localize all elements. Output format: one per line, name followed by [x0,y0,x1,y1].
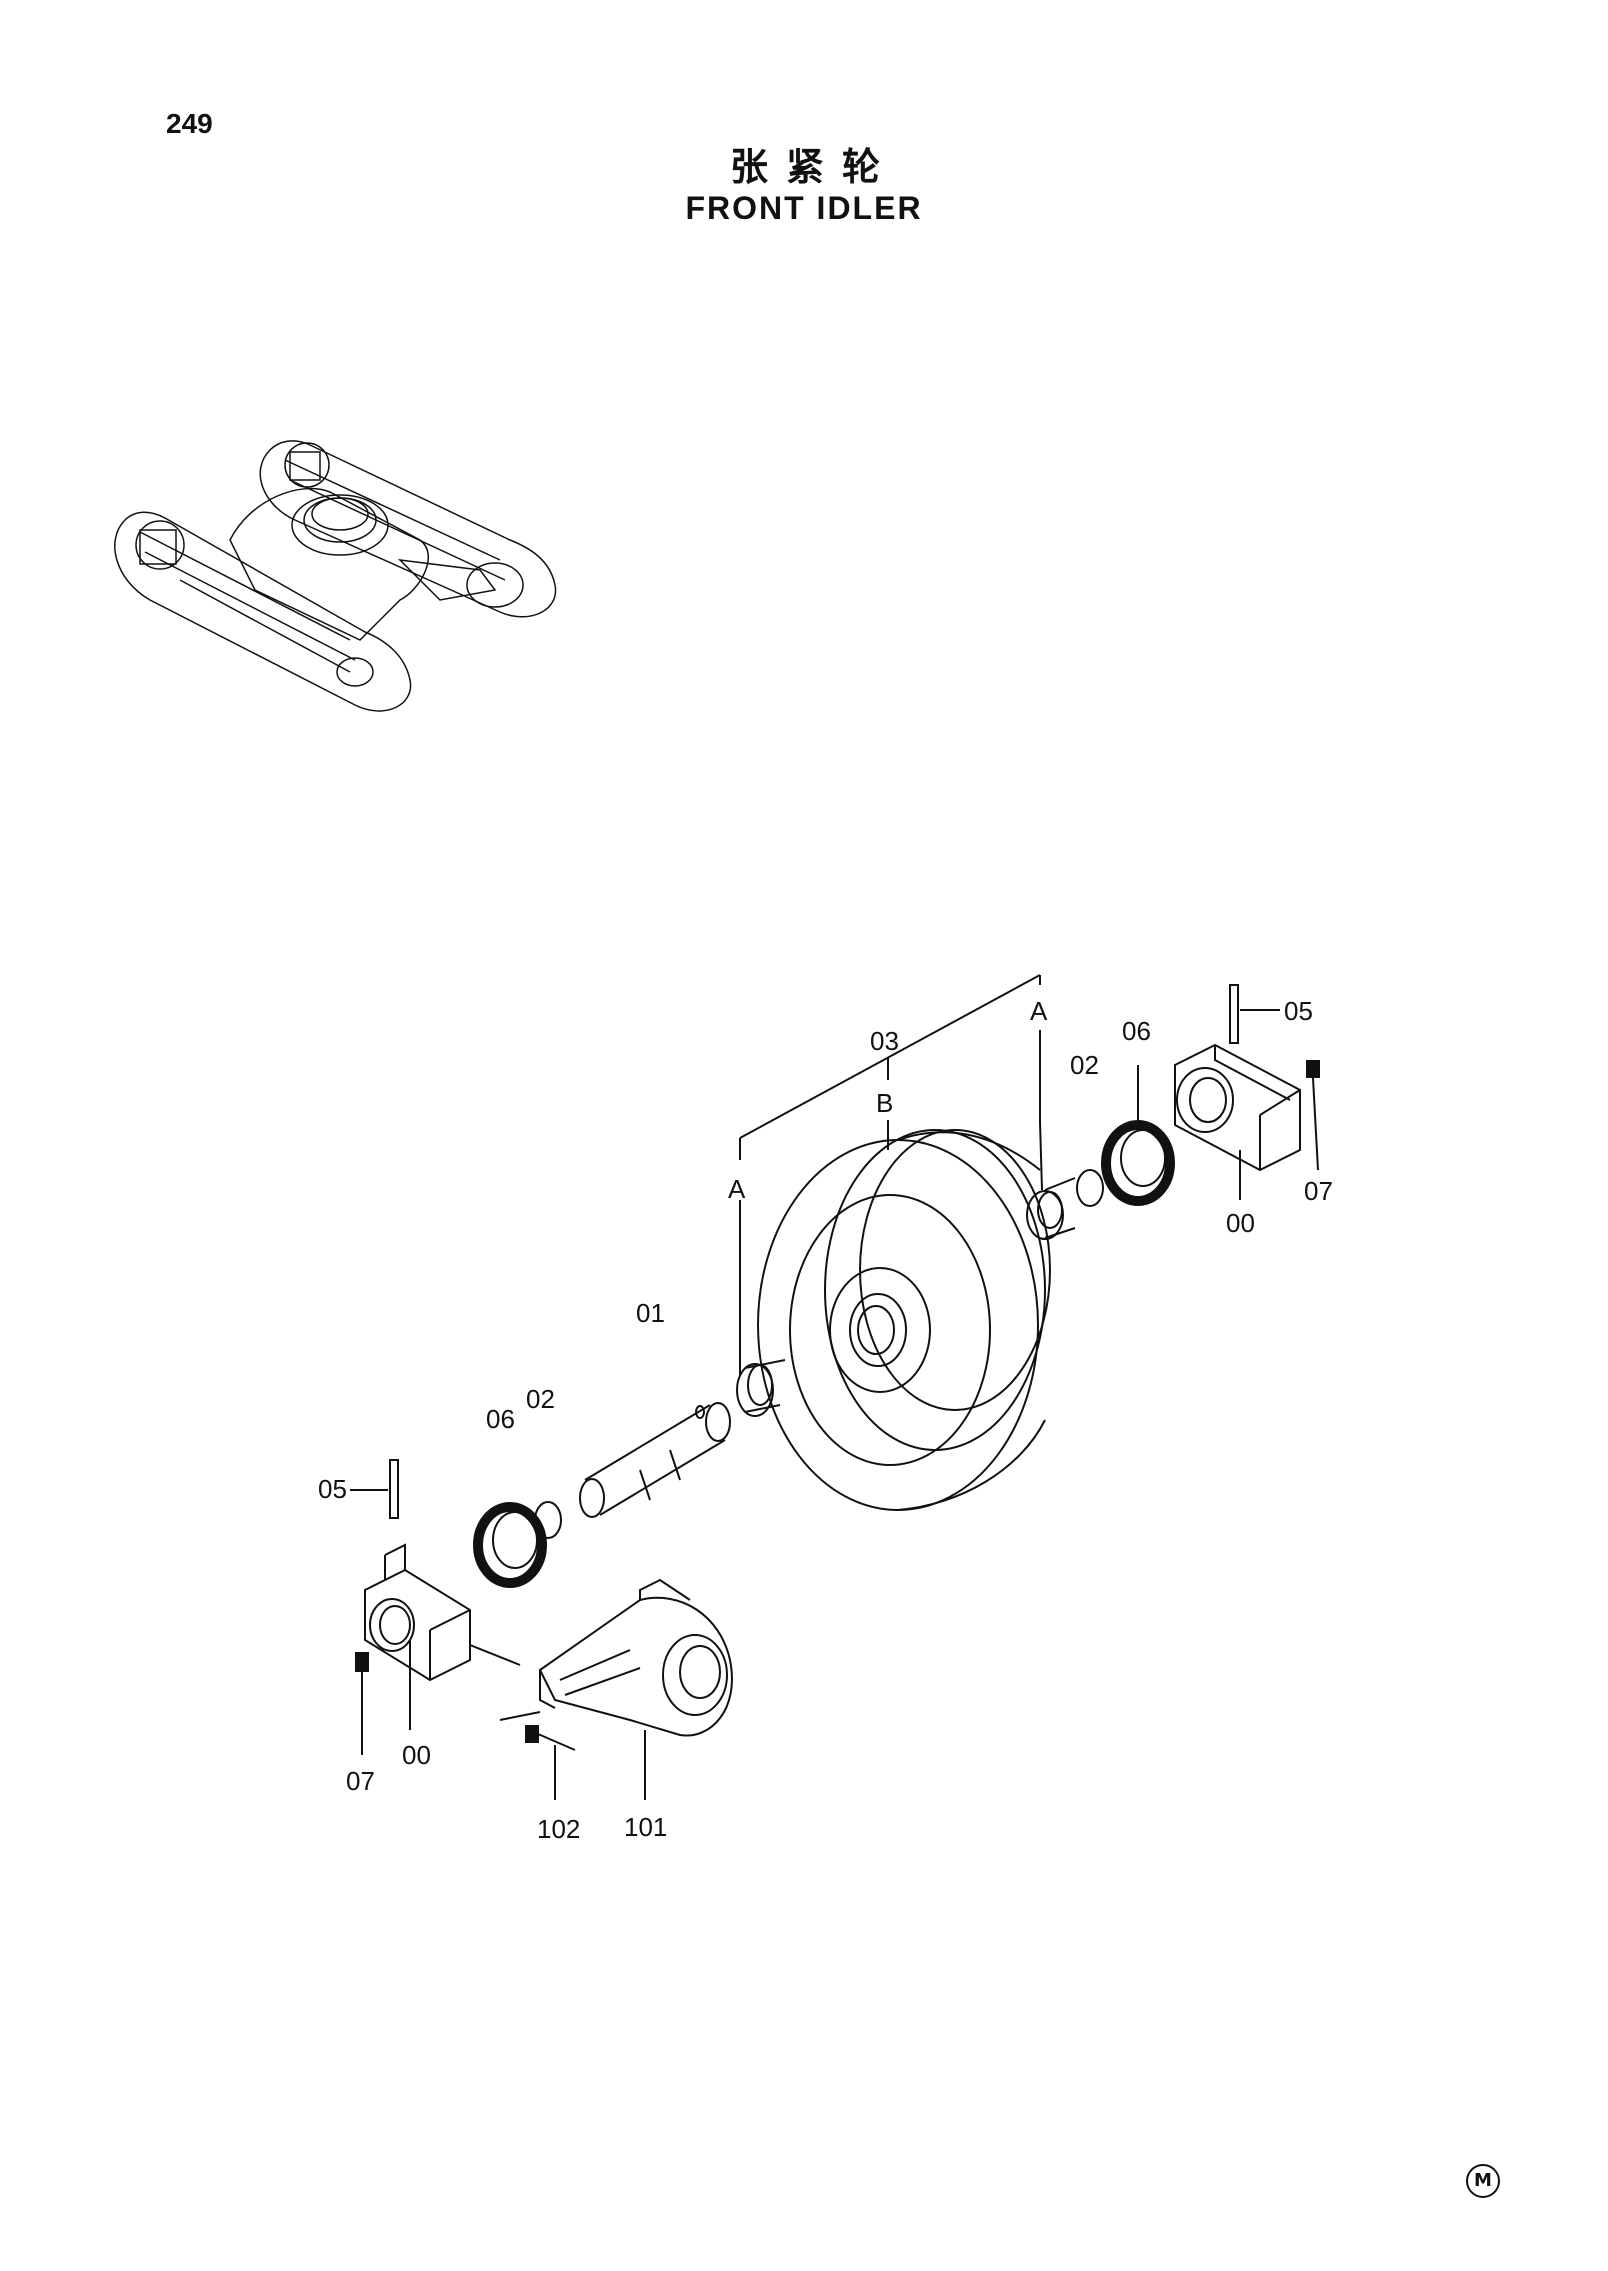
plug-right [1306,1060,1320,1171]
idler-wheel [757,1129,1051,1511]
label-05-left: 05 [318,1474,347,1504]
label-07-right: 07 [1304,1176,1333,1206]
bushing-left [736,1359,786,1417]
label-00-left: 00 [402,1740,431,1770]
title-english: FRONT IDLER [685,190,923,226]
shaft [579,1402,731,1518]
pin-right [1229,984,1280,1044]
label-06-left: 06 [486,1404,515,1434]
label-07-left: 07 [346,1766,375,1796]
bearing-left [364,1543,521,1730]
bearing-right [1174,1043,1301,1200]
seal-right [1101,1065,1175,1206]
label-06-right: 06 [1122,1016,1151,1046]
undercarriage-overview [114,440,557,712]
label-a-left: A [728,1174,746,1204]
label-00-right: 00 [1226,1208,1255,1238]
idler-wheel-overview-back [284,442,330,488]
bushing-right [1026,1177,1076,1240]
yoke [538,1578,733,1800]
oring-right [1076,1169,1104,1207]
plug-left [355,1652,369,1755]
title-chinese: 张紧轮 [729,145,898,189]
page-number: 249 [166,108,213,139]
label-03: 03 [870,1026,899,1056]
manufacturer-mark: M [1466,2164,1500,2198]
label-01: 01 [636,1298,665,1328]
pin-left [350,1459,399,1519]
label-101: 101 [624,1812,667,1842]
label-102: 102 [537,1814,580,1844]
label-05-right: 05 [1284,996,1313,1026]
group-brackets [739,974,1041,1375]
label-02-right: 02 [1070,1050,1099,1080]
bolt [499,1711,576,1800]
label-02-left: 02 [526,1384,555,1414]
seal-left [473,1502,547,1588]
label-b: B [876,1088,893,1118]
idler-wheel-overview-front [135,520,185,570]
label-a-right: A [1030,996,1048,1026]
